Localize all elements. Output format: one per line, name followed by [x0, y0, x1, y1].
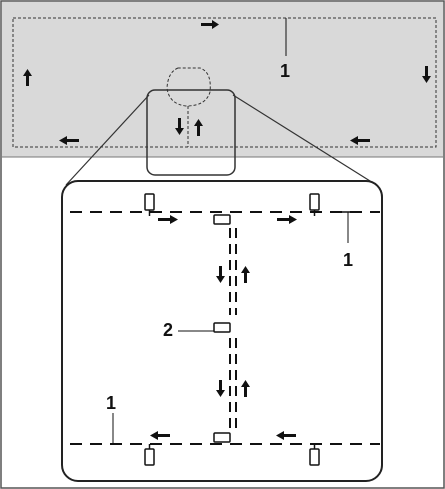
- detail-wire-label-bottom: 1: [106, 393, 116, 413]
- wire-pin-icon: [213, 211, 236, 443]
- boundary-wire-loop: [12, 17, 437, 148]
- zoom-line-right: [232, 94, 379, 187]
- lawn-area: [2, 2, 443, 157]
- arrow-icon: [150, 215, 297, 440]
- overview-wire-label: 1: [280, 61, 290, 81]
- guide-wire: [229, 228, 237, 430]
- detail-guide-label: 2: [163, 320, 173, 340]
- arrow-icon: [23, 20, 431, 145]
- zoom-box: [146, 89, 236, 176]
- wire-pin-icon: [144, 444, 320, 466]
- detail-wire-label-top: 1: [343, 250, 353, 270]
- wire-pin-icon: [144, 193, 320, 216]
- zoom-line-left: [65, 94, 150, 186]
- charging-station-outline: [166, 67, 211, 107]
